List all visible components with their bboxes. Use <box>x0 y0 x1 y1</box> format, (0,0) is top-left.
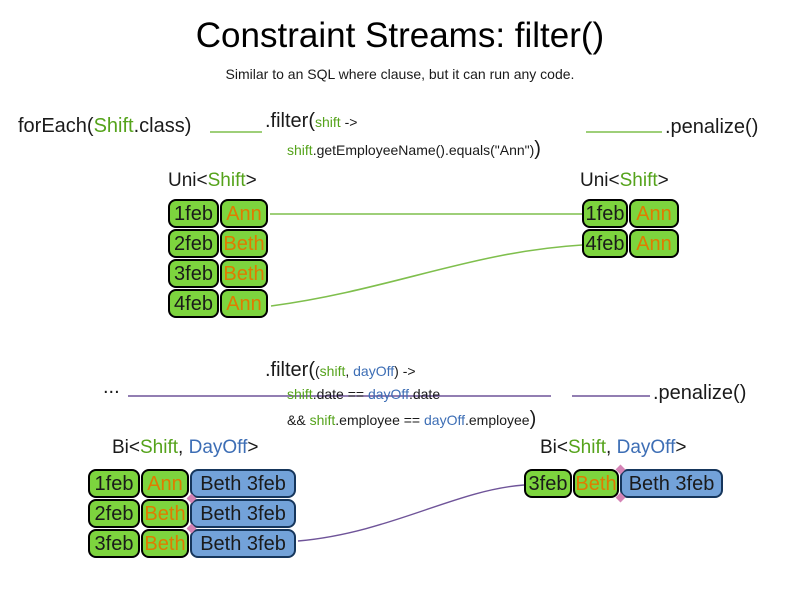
bi-right-suffix: > <box>675 437 687 458</box>
table-bi-right: 3feb Beth Beth 3feb <box>524 469 724 499</box>
filter2-shift-var2: shift <box>309 412 336 428</box>
bi-right-prefix: Bi< <box>540 437 568 458</box>
filter2-date-prop: .date <box>408 386 441 402</box>
uni-right-prefix: Uni< <box>580 170 620 191</box>
bi-left-shift-type: Shift <box>140 437 179 458</box>
uni-right-header: Uni<Shift> <box>580 171 669 190</box>
filter2-param-shift: shift <box>319 363 346 379</box>
page-subtitle: Similar to an SQL where clause, but it c… <box>225 66 575 82</box>
shift-employee-cell: Ann <box>220 199 268 228</box>
filter2-dayoff-var: dayOff <box>367 386 409 402</box>
filter2-body-line1: shift.date == dayOff.date <box>287 387 440 403</box>
table-uni-left: 1feb Ann 2feb Beth 3feb Beth 4feb Ann <box>168 199 269 319</box>
shift-date-cell: 4feb <box>582 229 628 258</box>
shift-date-cell: 3feb <box>524 469 572 498</box>
filter1-body-expr: .getEmployeeName().equals("Ann") <box>312 142 535 158</box>
filter2-date-eq: .date == <box>312 386 368 402</box>
filter1-arrow: -> <box>340 114 358 130</box>
shift-date-cell: 4feb <box>168 289 219 318</box>
foreach-prefix: forEach( <box>18 115 94 137</box>
page-title: Constraint Streams: filter() <box>195 16 605 55</box>
uni-right-type: Shift <box>619 170 658 191</box>
filter2-shift-var: shift <box>287 386 313 402</box>
filter1-close-paren: ) <box>534 138 541 160</box>
bi-right-shift-type: Shift <box>568 437 607 458</box>
shift-employee-cell: Ann <box>220 289 268 318</box>
shift-date-cell: 1feb <box>582 199 628 228</box>
filter2-param-dayoff: dayOff <box>353 363 395 379</box>
shift-employee-cell: Beth <box>220 229 268 258</box>
table-uni-right: 1feb Ann 4feb Ann <box>582 199 680 259</box>
shift-date-cell: 1feb <box>168 199 219 228</box>
table-row: 2feb Beth Beth 3feb <box>88 499 297 528</box>
filter1-param: shift <box>315 114 341 130</box>
filter2-body-line2: && shift.employee == dayOff.employee) <box>287 409 536 429</box>
filter2-arrow: ) -> <box>394 363 416 379</box>
shift-date-cell: 3feb <box>88 529 140 558</box>
filter2-open-paren: ( <box>315 363 320 379</box>
bi-left-comma: , <box>178 437 189 458</box>
dayoff-cell: Beth 3feb <box>190 529 296 558</box>
shift-employee-cell: Ann <box>629 229 679 258</box>
shift-employee-cell: Beth <box>141 499 189 528</box>
table-row: 1feb Ann <box>582 199 680 228</box>
filter1-body: shift.getEmployeeName().equals("Ann")) <box>287 139 541 159</box>
filter2-and-op: && <box>287 412 310 428</box>
filter2-close-paren: ) <box>529 408 537 430</box>
filter1-head: .filter(shift -> <box>265 111 357 131</box>
dayoff-cell: Beth 3feb <box>190 469 296 498</box>
uni-right-suffix: > <box>657 170 669 191</box>
foreach-class-token: Shift <box>93 115 134 137</box>
table-row: 2feb Beth <box>168 229 269 258</box>
foreach-expression: forEach(Shift.class) <box>18 116 191 136</box>
filter2-head: .filter((shift, dayOff) -> <box>265 360 416 380</box>
bi-left-prefix: Bi< <box>112 437 140 458</box>
bi-left-suffix: > <box>247 437 259 458</box>
uni-left-header: Uni<Shift> <box>168 171 257 190</box>
filter1-keyword: .filter( <box>265 110 315 132</box>
filter2-employee-eq: .employee == <box>335 412 424 428</box>
dayoff-cell: Beth 3feb <box>190 499 296 528</box>
table-bi-left: 1feb Ann Beth 3feb 2feb Beth Beth 3feb 3… <box>88 469 297 559</box>
table-row: 4feb Ann <box>582 229 680 258</box>
shift-employee-cell: Beth <box>573 469 619 498</box>
table-row: 3feb Beth <box>168 259 269 288</box>
filter2-keyword: .filter( <box>265 359 315 381</box>
table-row: 1feb Ann Beth 3feb <box>88 469 297 498</box>
filter2-comma: , <box>345 363 354 379</box>
bi-right-comma: , <box>606 437 617 458</box>
shift-date-cell: 2feb <box>168 229 219 258</box>
uni-left-suffix: > <box>245 170 257 191</box>
foreach-suffix: .class) <box>133 115 192 137</box>
dayoff-cell: Beth 3feb <box>620 469 723 498</box>
wire-row-4feb-ann <box>270 244 583 307</box>
shift-date-cell: 3feb <box>168 259 219 288</box>
bi-right-dayoff-type: DayOff <box>616 437 676 458</box>
penalize2-expression: .penalize() <box>653 382 747 404</box>
filter2-employee-prop: .employee <box>465 412 530 428</box>
stream-continuation-dots: ... <box>103 376 120 398</box>
uni-left-type: Shift <box>207 170 246 191</box>
bi-left-header: Bi<Shift, DayOff> <box>112 438 258 457</box>
filter1-body-var: shift <box>287 142 313 158</box>
table-row: 3feb Beth Beth 3feb <box>88 529 297 558</box>
bi-left-dayoff-type: DayOff <box>188 437 248 458</box>
shift-employee-cell: Ann <box>629 199 679 228</box>
shift-date-cell: 2feb <box>88 499 140 528</box>
table-row: 3feb Beth Beth 3feb <box>524 469 724 498</box>
uni-left-prefix: Uni< <box>168 170 208 191</box>
shift-employee-cell: Beth <box>141 529 189 558</box>
shift-date-cell: 1feb <box>88 469 140 498</box>
shift-employee-cell: Ann <box>141 469 189 498</box>
shift-employee-cell: Beth <box>220 259 268 288</box>
table-row: 4feb Ann <box>168 289 269 318</box>
bi-right-header: Bi<Shift, DayOff> <box>540 438 686 457</box>
wire-row-3feb-pair <box>297 484 525 542</box>
filter2-dayoff-var2: dayOff <box>424 412 465 428</box>
penalize1-expression: .penalize() <box>665 116 759 138</box>
table-row: 1feb Ann <box>168 199 269 228</box>
